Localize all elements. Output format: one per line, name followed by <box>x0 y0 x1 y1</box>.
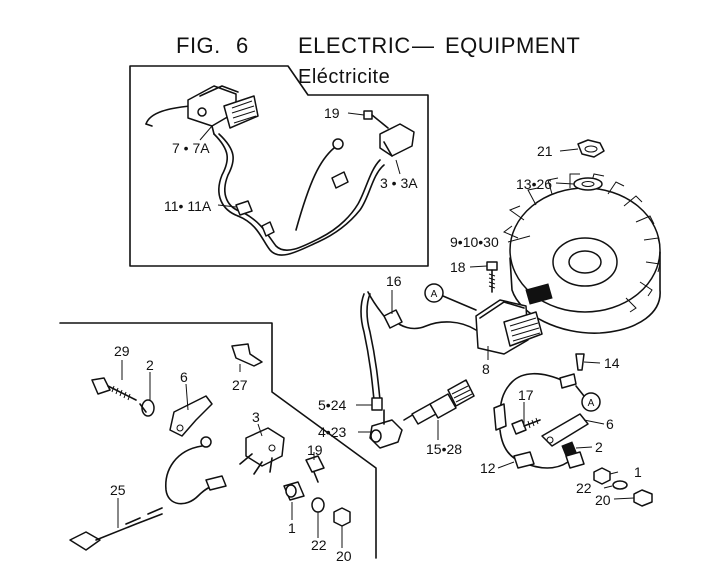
nut-lower <box>333 507 351 527</box>
stop-plate-left <box>169 395 213 437</box>
callout-16: 16 <box>386 273 402 289</box>
callout-4-23: 4•23 <box>318 424 346 440</box>
collar <box>283 481 305 501</box>
callout-21: 21 <box>537 143 553 159</box>
spark-plug-cap <box>369 409 403 449</box>
diagram-title-right: EQUIPMENT <box>445 33 581 58</box>
coil-bolt <box>486 261 498 293</box>
nut-right <box>593 467 611 485</box>
ground-cable <box>69 513 163 551</box>
switch-screw <box>305 455 325 483</box>
ground-wire <box>493 372 601 469</box>
leader-lines <box>117 112 635 548</box>
callout-17: 17 <box>518 387 534 403</box>
callout-20-lower: 20 <box>336 548 352 564</box>
connector-a-leader <box>442 295 477 311</box>
nut-right-lower <box>633 489 653 507</box>
callout-2-right: 2 <box>595 439 603 455</box>
stop-switch-lower <box>239 427 285 475</box>
spark-plug <box>403 379 475 425</box>
callout-a-right: A <box>588 398 595 409</box>
callout-6-right: 6 <box>606 416 614 432</box>
bracket-bolt <box>91 377 137 401</box>
callout-19-upper: 19 <box>324 105 340 121</box>
callout-6-left: 6 <box>180 369 188 385</box>
callout-9-10-30: 9•10•30 <box>450 234 499 250</box>
fig-label: FIG. <box>176 33 221 58</box>
callout-12: 12 <box>480 460 496 476</box>
flywheel <box>503 173 661 334</box>
stop-bracket-bolt <box>511 417 541 435</box>
callout-1-lower: 1 <box>288 520 296 536</box>
callout-3-3a: 3 • 3A <box>380 175 418 191</box>
diagram-title: ELECTRIC <box>298 33 411 58</box>
callout-11-11a: 11• 11A <box>164 198 212 214</box>
wire-lower <box>125 436 227 525</box>
callout-29: 29 <box>114 343 130 359</box>
callout-7-7a: 7 • 7A <box>172 140 210 156</box>
fig-number: 6 <box>236 33 249 58</box>
callout-3-lower: 3 <box>252 409 260 425</box>
wire-harness-upper <box>213 133 385 256</box>
flywheel-washer <box>573 177 603 191</box>
callout-2-left: 2 <box>146 357 154 373</box>
connector-a-marker <box>424 283 444 303</box>
stop-plate <box>541 413 589 447</box>
ignition-coil <box>360 291 543 411</box>
callout-19-lower: 19 <box>307 442 323 458</box>
callout-13-26: 13•26 <box>516 176 552 192</box>
stop-switch-upper <box>363 110 415 157</box>
callout-1-right: 1 <box>634 464 642 480</box>
inset-frame <box>129 65 429 267</box>
callout-5-24: 5•24 <box>318 397 346 413</box>
callout-25: 25 <box>110 482 126 498</box>
callout-27: 27 <box>232 377 248 393</box>
flywheel-nut <box>577 139 605 158</box>
spacer-right <box>561 441 577 457</box>
flywheel-key <box>575 353 585 371</box>
callout-15-28: 15•28 <box>426 441 462 457</box>
spacer-left <box>139 399 155 417</box>
callout-18: 18 <box>450 259 466 275</box>
callout-a-center: A <box>431 289 438 300</box>
callout-22-right: 22 <box>576 480 592 496</box>
title-separator: — <box>412 33 435 58</box>
callout-14: 14 <box>604 355 620 371</box>
callout-20-right: 20 <box>595 492 611 508</box>
callout-22-lower: 22 <box>311 537 327 553</box>
callout-8: 8 <box>482 361 490 377</box>
lower-inset-frame <box>59 322 377 559</box>
wire-clip <box>231 343 263 367</box>
washer-lower <box>311 497 325 513</box>
ignition-coil-upper <box>145 85 259 135</box>
washer-right <box>612 480 628 490</box>
diagram-subtitle: Eléctricite <box>298 66 391 88</box>
